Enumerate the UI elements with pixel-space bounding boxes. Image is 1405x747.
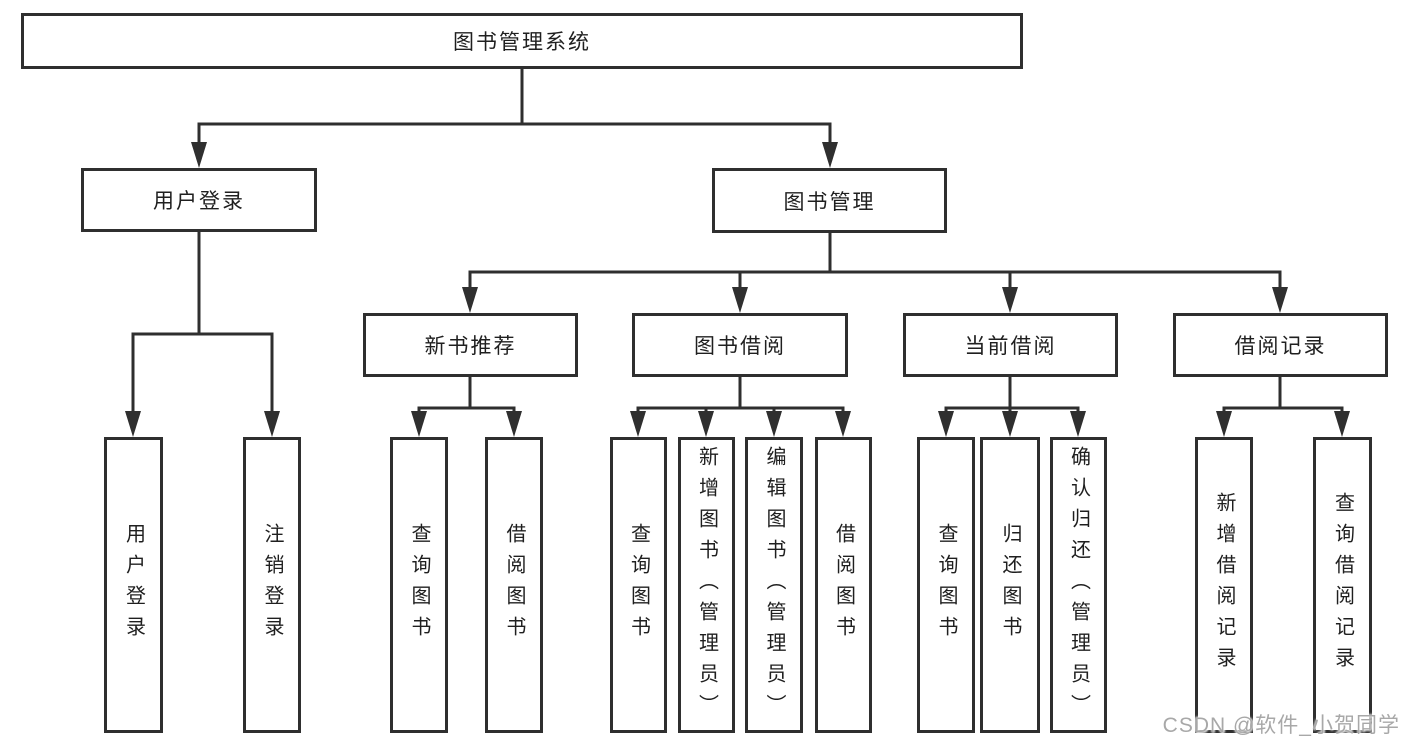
- arrowhead-icon: [1002, 287, 1018, 313]
- arrowhead-icon: [698, 411, 714, 437]
- node-label: 用户登录: [153, 190, 245, 213]
- arrowhead-icon: [1216, 411, 1232, 437]
- node-query-book-2: 查询图书: [610, 437, 667, 733]
- arrowhead-icon: [938, 411, 954, 437]
- node-logout: 注销登录: [243, 437, 301, 733]
- node-borrow-book-2: 借阅图书: [815, 437, 872, 733]
- node-borrow-book-1: 借阅图书: [485, 437, 543, 733]
- arrowhead-icon: [411, 411, 427, 437]
- arrowhead-icon: [1334, 411, 1350, 437]
- node-new-book-rec: 新书推荐: [363, 313, 578, 377]
- node-label: 查询借阅记录: [1331, 492, 1354, 678]
- arrowhead-icon: [766, 411, 782, 437]
- arrowhead-icon: [506, 411, 522, 437]
- node-confirm-return-admin: 确认归还（管理员）: [1050, 437, 1107, 733]
- arrowhead-icon: [732, 287, 748, 313]
- arrowhead-icon: [822, 142, 838, 168]
- node-label: 新增借阅记录: [1213, 492, 1235, 678]
- node-label: 借阅图书: [503, 523, 525, 647]
- arrowhead-icon: [1002, 411, 1018, 437]
- node-book-mgmt: 图书管理: [712, 168, 947, 233]
- node-label: 注销登录: [261, 523, 283, 647]
- arrowhead-icon: [1272, 287, 1288, 313]
- arrowhead-icon: [125, 411, 141, 437]
- node-label: 归还图书: [999, 523, 1021, 647]
- node-user-login: 用户登录: [81, 168, 317, 232]
- arrowhead-icon: [264, 411, 280, 437]
- csdn-watermark: CSDN @软件_小贺同学: [1162, 714, 1400, 737]
- arrowhead-icon: [462, 287, 478, 313]
- node-current-borrow: 当前借阅: [903, 313, 1118, 377]
- arrowhead-icon: [191, 142, 207, 168]
- node-root: 图书管理系统: [21, 13, 1023, 69]
- node-label: 查询图书: [627, 523, 650, 647]
- node-add-borrow-record: 新增借阅记录: [1195, 437, 1253, 733]
- node-label: 确认归还（管理员）: [1067, 445, 1090, 725]
- node-query-book-3: 查询图书: [917, 437, 975, 733]
- node-query-borrow-record: 查询借阅记录: [1313, 437, 1372, 733]
- node-label: 图书管理系统: [453, 31, 591, 54]
- node-label: 当前借阅: [964, 335, 1057, 358]
- node-book-borrow: 图书借阅: [632, 313, 848, 377]
- node-label: 查询图书: [935, 523, 957, 647]
- node-add-book-admin: 新增图书（管理员）: [678, 437, 735, 733]
- arrowhead-icon: [630, 411, 646, 437]
- node-label: 用户登录: [122, 523, 145, 647]
- node-label: 新增图书（管理员）: [695, 445, 718, 725]
- node-label: 图书管理: [783, 190, 876, 214]
- node-label: 新书推荐: [424, 335, 517, 358]
- arrowhead-icon: [1070, 411, 1086, 437]
- node-edit-book-admin: 编辑图书（管理员）: [745, 437, 803, 733]
- node-label: 借阅图书: [832, 523, 855, 647]
- node-login: 用户登录: [104, 437, 163, 733]
- arrowhead-icon: [835, 411, 851, 437]
- node-query-book-1: 查询图书: [390, 437, 448, 733]
- node-label: 图书借阅: [694, 335, 786, 358]
- node-label: 查询图书: [408, 523, 430, 647]
- node-label: 编辑图书（管理员）: [763, 445, 785, 725]
- node-return-book: 归还图书: [980, 437, 1040, 733]
- node-label: 借阅记录: [1234, 335, 1327, 358]
- node-borrow-records: 借阅记录: [1173, 313, 1388, 377]
